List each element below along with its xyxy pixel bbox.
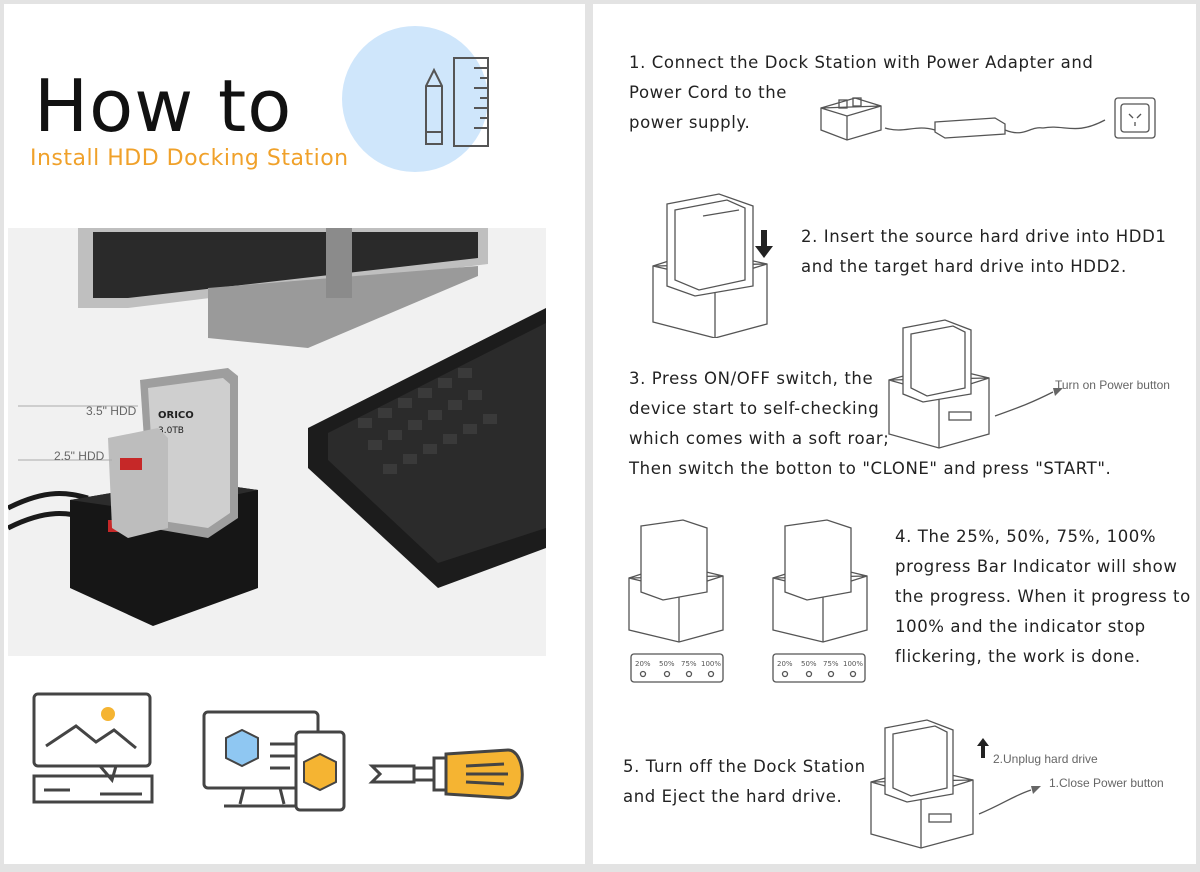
step-4-illustration: 20% 50% 75% 100% 20% 50% 75% 100% bbox=[628, 519, 868, 683]
screwdriver-icon bbox=[368, 748, 524, 800]
step-2-illustration bbox=[652, 193, 773, 338]
progress-label-75-a: 75% bbox=[681, 660, 697, 668]
progress-label-50-a: 50% bbox=[659, 660, 675, 668]
docking-station-scene: ORICO 3.0TB bbox=[8, 228, 546, 626]
step-2-text: 2. Insert the source hard drive into HDD… bbox=[801, 227, 1167, 276]
callout-close-power: 1.Close Power button bbox=[1049, 776, 1164, 790]
progress-label-100-b: 100% bbox=[843, 660, 863, 668]
label-35-hdd: 3.5" HDD bbox=[86, 404, 137, 418]
step-1-illustration bbox=[820, 97, 1156, 141]
left-panel: How to Install HDD Docking Station bbox=[4, 4, 585, 864]
page-title: How to bbox=[34, 64, 293, 148]
step-3-illustration bbox=[888, 319, 1063, 449]
pencil-ruler-icon bbox=[425, 57, 489, 147]
callout-turn-on-power: Turn on Power button bbox=[1055, 378, 1170, 392]
step-4-text: 4. The 25%, 50%, 75%, 100% progress Bar … bbox=[895, 527, 1191, 666]
step-3-text: 3. Press ON/OFF switch, the device start… bbox=[629, 369, 1112, 478]
progress-label-20-a: 20% bbox=[635, 660, 651, 668]
product-photo: ORICO 3.0TB 3.5" HDD 2.5" HDD bbox=[8, 228, 546, 656]
monitor-chat-icon bbox=[32, 692, 154, 804]
page-subtitle: Install HDD Docking Station bbox=[30, 146, 349, 171]
progress-label-20-b: 20% bbox=[777, 660, 793, 668]
progress-label-50-b: 50% bbox=[801, 660, 817, 668]
right-panel: 1. Connect the Dock Station with Power A… bbox=[593, 4, 1196, 864]
callout-unplug-drive: 2.Unplug hard drive bbox=[993, 752, 1098, 766]
computer-tablet-cube-icon bbox=[202, 710, 346, 812]
label-25-hdd: 2.5" HDD bbox=[54, 449, 105, 463]
keyboard bbox=[308, 308, 546, 588]
drive-capacity: 3.0TB bbox=[158, 426, 184, 436]
drive-brand: ORICO bbox=[158, 410, 194, 421]
progress-label-100-a: 100% bbox=[701, 660, 721, 668]
step-5-illustration bbox=[870, 719, 1041, 849]
decorative-circle bbox=[342, 26, 488, 172]
step-5-text: 5. Turn off the Dock Station and Eject t… bbox=[623, 757, 866, 806]
step-1-text: 1. Connect the Dock Station with Power A… bbox=[629, 53, 1094, 132]
progress-label-75-b: 75% bbox=[823, 660, 839, 668]
